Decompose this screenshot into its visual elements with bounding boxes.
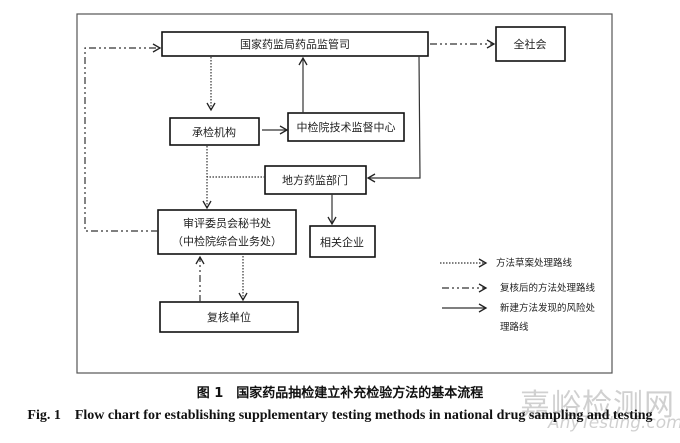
node-recheck-unit: 复核单位: [207, 310, 251, 324]
watermark-en: AnyTesting.com: [548, 413, 680, 433]
node-nmpa-box: [161, 31, 429, 57]
node-nifdc-center: 中检院技术监督中心: [297, 120, 396, 134]
node-nmpa: 国家药监局药品监管司: [240, 37, 350, 51]
node-review-office-box: [157, 209, 297, 255]
node-society-box: [495, 26, 566, 62]
legend-solid-label-2: 理路线: [500, 321, 529, 333]
node-review-office-line1: 审评委员会秘书处: [183, 216, 271, 230]
legend-dotted-label: 方法草案处理路线: [496, 257, 573, 269]
arrow-review-to-nmpa: [84, 43, 162, 232]
node-society: 全社会: [514, 37, 547, 51]
caption-en: Fig. 1 Flow chart for establishing suppl…: [27, 408, 653, 423]
watermark-zh: 嘉峪检测网: [520, 388, 675, 423]
node-recheck-unit-box: [159, 301, 299, 333]
node-review-office-line2: （中检院综合业务处）: [172, 234, 282, 248]
legend-solid-label-1: 新建方法发现的风险处: [500, 302, 596, 314]
legend-dashdot-label: 复核后的方法处理路线: [500, 282, 596, 294]
node-local-fda: 地方药监部门: [282, 173, 348, 187]
node-local-fda-box: [264, 165, 367, 195]
figure-frame: [76, 13, 613, 374]
caption-zh: 图 1 国家药品抽检建立补充检验方法的基本流程: [196, 386, 484, 401]
node-enterprise-box: [309, 225, 376, 258]
node-inspection-agency: 承检机构: [192, 125, 236, 139]
arrow-nmpa-to-local: [366, 55, 421, 183]
node-enterprise: 相关企业: [320, 235, 364, 249]
node-inspection-agency-box: [169, 117, 260, 146]
